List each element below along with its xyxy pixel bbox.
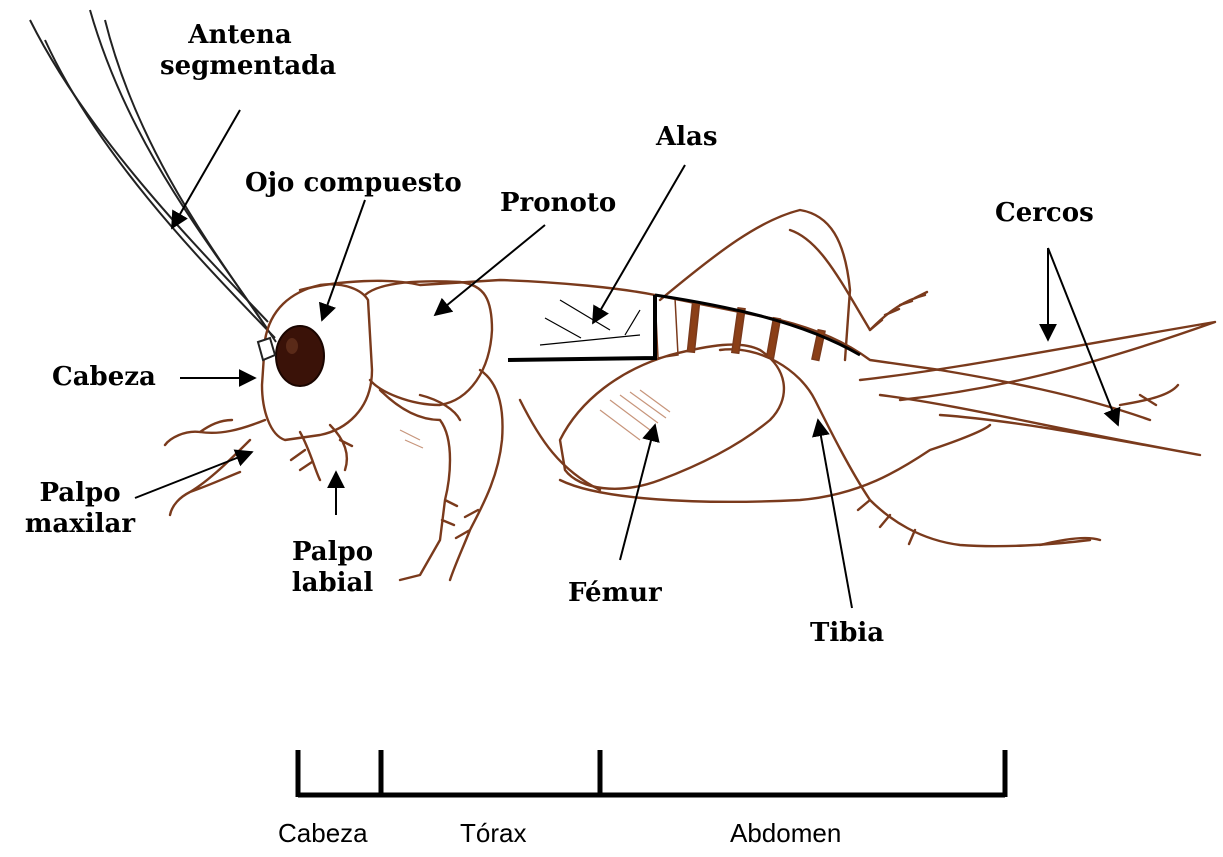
wing-outline [508, 295, 655, 360]
segment-abdomen: Abdomen [730, 818, 841, 849]
hind-femur-lower [560, 345, 784, 489]
label-alas: Alas [656, 122, 718, 153]
label-cercos: Cercos [995, 198, 1094, 229]
label-femur: Fémur [568, 578, 662, 609]
label-tibia: Tibia [810, 618, 884, 649]
label-antena: Antena segmentada [160, 20, 320, 82]
segment-torax: Tórax [460, 818, 526, 849]
segment-scale-bar [298, 750, 1005, 797]
label-palpo-labial-line2: labial [280, 568, 385, 599]
label-antena-line1: Antena [160, 20, 320, 51]
label-palpo-maxilar-line1: Palpo [20, 478, 140, 509]
label-palpo-labial-line1: Palpo [280, 537, 385, 568]
label-cabeza: Cabeza [52, 362, 156, 393]
pronotum-outline [365, 281, 492, 405]
label-ojo-compuesto: Ojo compuesto [245, 168, 462, 199]
label-antena-line2: segmentada [160, 51, 320, 82]
label-palpo-labial: Palpo labial [280, 537, 385, 599]
label-palpo-maxilar: Palpo maxilar [20, 478, 140, 540]
label-pronoto: Pronoto [500, 188, 616, 219]
segment-cabeza: Cabeza [278, 818, 368, 849]
compound-eye [276, 326, 324, 386]
label-palpo-maxilar-line2: maxilar [20, 509, 140, 540]
